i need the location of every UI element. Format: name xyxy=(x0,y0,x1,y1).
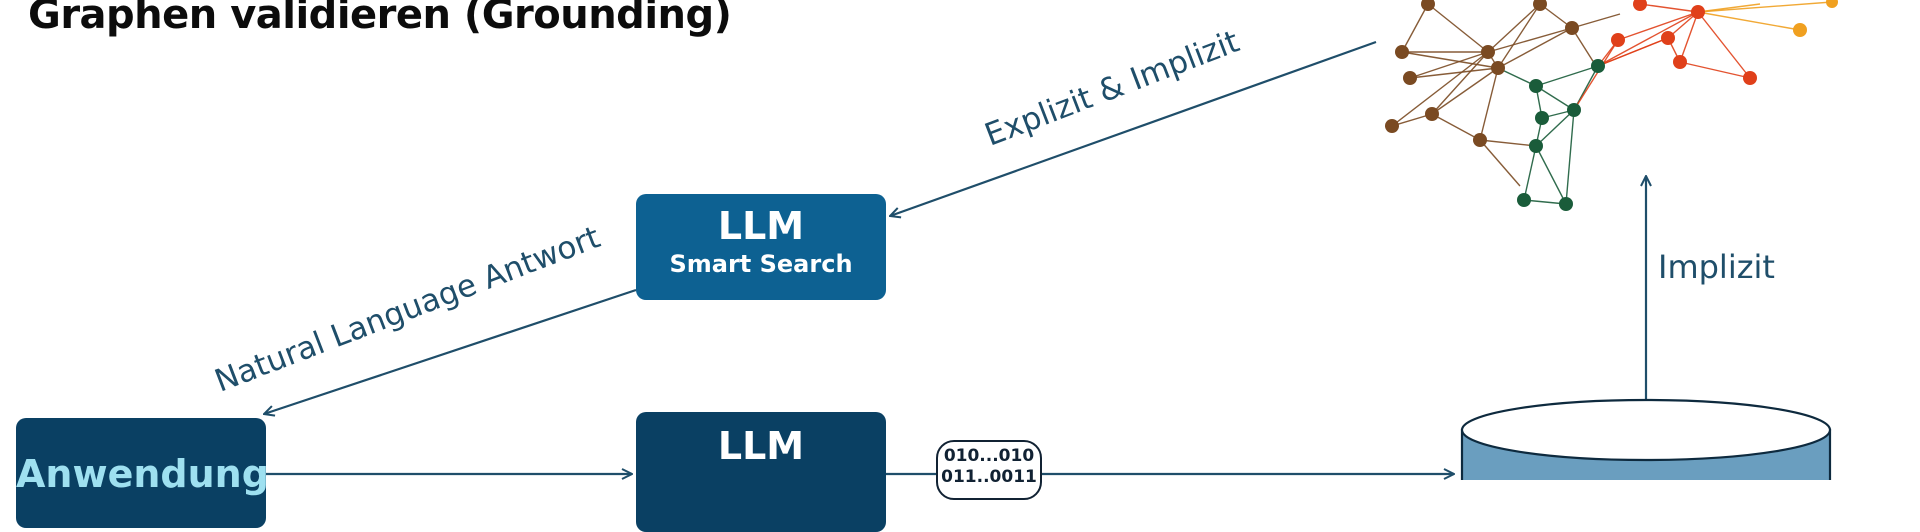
application-title: Anwendung xyxy=(16,452,269,496)
graph-nodes xyxy=(1385,0,1838,211)
database-cylinder xyxy=(1460,398,1832,480)
diagram-canvas: Graphen validieren (Grounding) xyxy=(0,0,1838,532)
binary-data-badge: 010...010 011..0011 xyxy=(936,440,1042,500)
graph-edges xyxy=(1391,1,1833,205)
arrow-graph-to-llm xyxy=(890,40,1377,216)
knowledge-graph xyxy=(1385,0,1838,211)
binary-line-2: 011..0011 xyxy=(941,467,1037,487)
llm-smart-title: LLM xyxy=(717,204,805,248)
llm-smart-subtitle: Smart Search xyxy=(669,250,853,278)
page-title: Graphen validieren (Grounding) xyxy=(28,0,732,38)
arrow-llm-to-app xyxy=(264,288,637,414)
diagram-svg xyxy=(0,0,1838,480)
llm-bottom-box: LLM xyxy=(636,412,886,532)
binary-line-1: 010...010 xyxy=(943,446,1035,466)
label-implicit: Implizit xyxy=(1658,248,1775,286)
llm-bottom-title: LLM xyxy=(717,424,805,468)
llm-smart-search-box: LLM Smart Search xyxy=(636,194,886,300)
application-box: Anwendung xyxy=(16,418,269,528)
